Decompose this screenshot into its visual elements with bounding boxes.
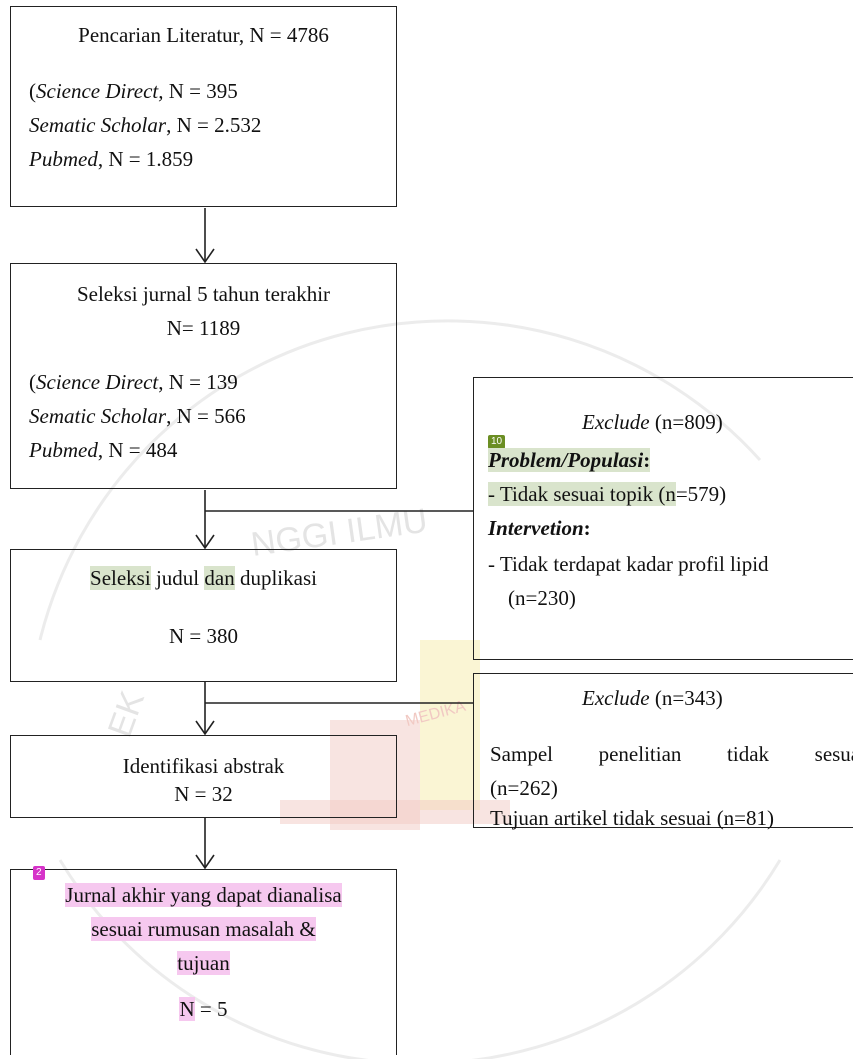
final-journals-box: 2 Jurnal akhir yang dapat dianalisa sesu… [10, 866, 397, 1055]
exclude-1-title: Exclude (n=809) [582, 410, 723, 434]
final-journals-count: N = 5 [179, 997, 228, 1021]
exclude-2-sample-count: (n=262) [490, 776, 558, 800]
source-science-direct: (Science Direct, N = 139 [29, 370, 238, 394]
arrow-2-head [195, 534, 215, 550]
literature-search-box: Pencarian Literatur, N = 4786 (Science D… [10, 6, 397, 207]
arrow-3-head [195, 720, 215, 736]
source-science-direct: (Science Direct, N = 395 [29, 79, 238, 103]
abstract-identification-box: Identifikasi abstrak N = 32 [10, 735, 397, 818]
exclude-1-item-lipid: - Tidak terdapat kadar profil lipid [488, 552, 769, 576]
source-pubmed: Pubmed, N = 484 [29, 438, 178, 462]
title-duplicate-selection-title: Seleksi judul dan duplikasi [90, 566, 317, 590]
five-year-selection-count: N= 1189 [166, 316, 241, 340]
source-pubmed: Pubmed, N = 1.859 [29, 147, 194, 171]
final-journals-line-3: tujuan [177, 951, 230, 975]
exclude-1-item-lipid-count: (n=230) [508, 586, 576, 610]
source-semantic-scholar: Sematic Scholar, N = 2.532 [29, 113, 262, 137]
annotation-tag-10: 10 [488, 435, 506, 449]
five-year-selection-box: Seleksi jurnal 5 tahun terakhir N= 1189 … [10, 263, 397, 489]
annotation-tag-2: 2 [33, 866, 45, 880]
exclude-2-title: Exclude (n=343) [582, 686, 723, 710]
literature-search-title: Pencarian Literatur, N = 4786 [78, 23, 329, 47]
exclude-2-sample-line: Sampelpenelitiantidaksesuai [490, 742, 853, 766]
exclude-1-heading-intervention: Intervetion: [488, 516, 591, 540]
abstract-identification-count: N = 32 [174, 782, 233, 806]
exclude-1-item-topic: - Tidak sesuai topik (n=579) [488, 482, 727, 506]
exclude-box-1: Exclude (n=809) 10 Problem/Populasi: - T… [473, 377, 853, 660]
source-semantic-scholar: Sematic Scholar, N = 566 [29, 404, 246, 428]
arrow-4-head [195, 854, 215, 870]
exclude-2-purpose-line: Tujuan artikel tidak sesuai (n=81) [490, 806, 775, 830]
exclude-1-heading-problem: Problem/Populasi: [488, 448, 651, 472]
arrow-1-head [195, 248, 215, 264]
final-journals-line-2: sesuai rumusan masalah & [91, 917, 316, 941]
final-journals-line-1: Jurnal akhir yang dapat dianalisa [65, 883, 342, 907]
title-duplicate-selection-box: Seleksi judul dan duplikasi N = 380 [10, 549, 397, 682]
five-year-selection-title: Seleksi jurnal 5 tahun terakhir [76, 282, 331, 306]
abstract-identification-title: Identifikasi abstrak [122, 754, 285, 778]
title-duplicate-selection-count: N = 380 [168, 624, 238, 648]
